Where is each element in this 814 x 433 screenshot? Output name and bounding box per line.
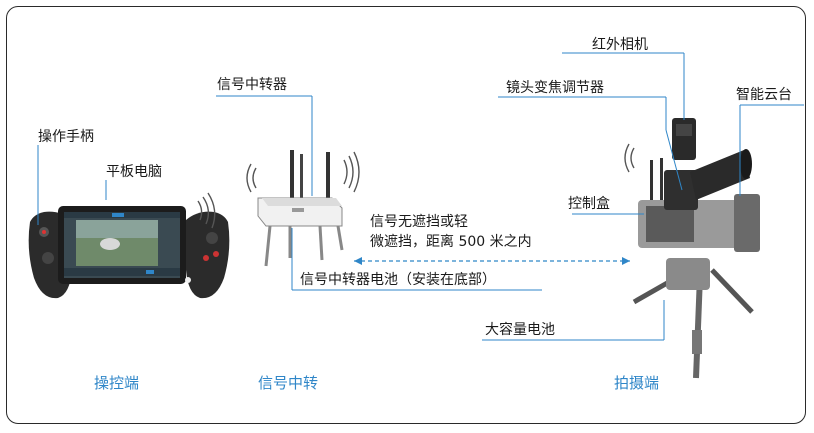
camera-rig-device	[624, 118, 760, 379]
label-control-box: 控制盒	[568, 196, 610, 212]
label-gamepad: 操作手柄	[38, 129, 94, 145]
range-text-line2: 微遮挡，距离 500 米之内	[370, 234, 532, 250]
caption-shoot-end: 拍摄端	[614, 374, 660, 392]
range-text: 信号无遮挡或轻 微遮挡，距离 500 米之内	[370, 212, 532, 252]
label-gimbal: 智能云台	[736, 87, 792, 103]
label-tablet: 平板电脑	[106, 164, 162, 180]
label-ir-camera: 红外相机	[592, 37, 648, 53]
label-zoom-adjuster: 镜头变焦调节器	[506, 80, 604, 96]
range-arrow	[354, 257, 630, 265]
gamepad-tablet-device	[28, 192, 230, 299]
relay-device	[246, 150, 360, 267]
label-big-battery: 大容量电池	[485, 322, 555, 338]
caption-control-end: 操控端	[94, 374, 140, 392]
leader-lines	[37, 52, 804, 341]
caption-relay-end: 信号中转	[258, 374, 319, 392]
label-relay: 信号中转器	[217, 77, 287, 93]
diagram-frame	[6, 6, 806, 424]
range-text-line1: 信号无遮挡或轻	[370, 214, 468, 230]
leader-zoom-diag	[665, 129, 683, 191]
label-relay-battery: 信号中转器电池（安装在底部）	[300, 272, 496, 288]
